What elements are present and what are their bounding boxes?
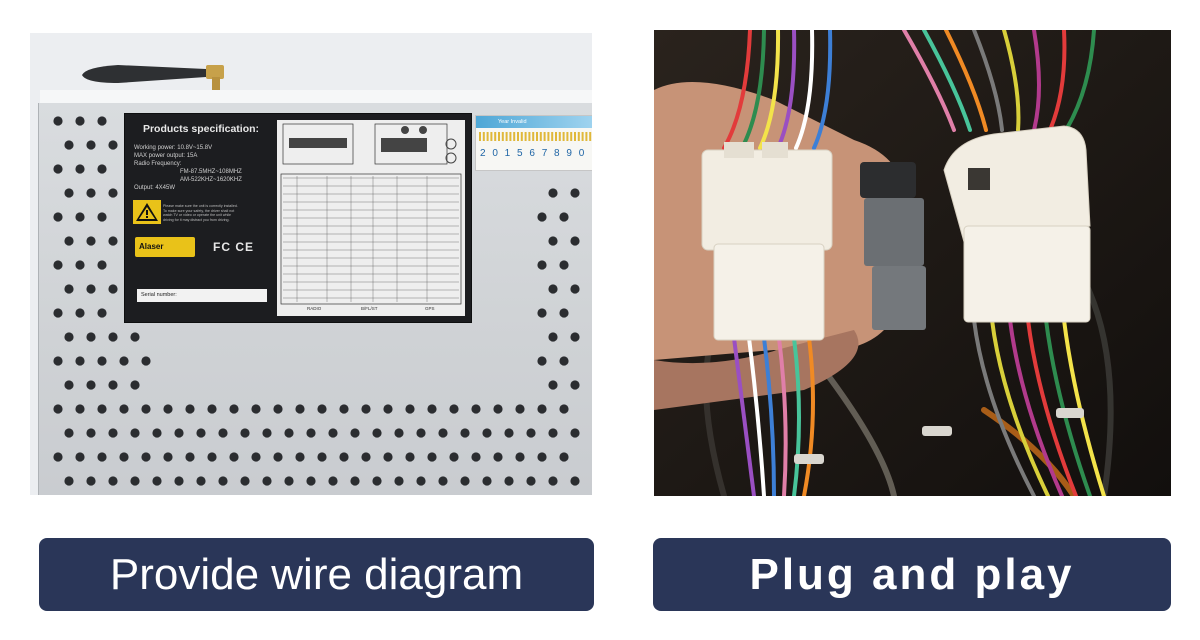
- certification-marks: FC CE: [213, 240, 254, 254]
- diagram-footer-label: B/FL/ST: [361, 306, 378, 311]
- sticker-ticks: [479, 132, 592, 141]
- spec-line: Working power: 10.8V~15.8V: [134, 145, 213, 151]
- diagram-footer-label: GPS: [425, 306, 435, 311]
- caption-plug-and-play: Plug and play: [653, 538, 1171, 611]
- spec-line: Radio Frequency:: [134, 161, 182, 167]
- right-white-connector: [943, 125, 1091, 323]
- wiring-harness-illustration: [654, 30, 1171, 496]
- spec-line: AM-522KHZ~1620KHZ: [180, 177, 242, 183]
- warning-line: watch TV or video or operate the unit wh…: [163, 213, 232, 218]
- spec-title: Products specification:: [142, 123, 260, 135]
- wiring-diagram-graphic: [280, 123, 462, 305]
- left-white-connector: [701, 142, 833, 341]
- spec-line: Output: 4X45W: [134, 185, 176, 191]
- wiring-harness-photo: [654, 30, 1171, 496]
- spec-line: MAX power output: 15A: [134, 153, 198, 159]
- sticker-year-row: 2 0 1 5 6 7 8 9 0: [480, 148, 587, 159]
- warning-triangle-icon: [133, 200, 161, 224]
- spec-line: FM-87.5MHZ~108MHZ: [180, 169, 242, 175]
- year-sticker: Year Invalid 2 0 1 5 6 7 8 9 0: [475, 115, 592, 171]
- diagram-footer-label: RADIO: [307, 306, 322, 311]
- sticker-header: Year Invalid: [476, 116, 592, 128]
- serial-number-field: Serial number:: [137, 289, 267, 302]
- warning-line: To make sure your safety, the driver sha…: [163, 208, 235, 213]
- spec-lines: Working power: 10.8V~15.8V MAX power out…: [134, 144, 274, 192]
- warning-line: driving for it may distract you from dri…: [163, 217, 230, 222]
- specification-label: Products specification: Working power: 1…: [124, 113, 472, 323]
- brand-badge: Alaser: [135, 237, 195, 257]
- middle-gray-connector: [860, 162, 926, 330]
- warning-text: Please make sure the unit is correctly i…: [163, 204, 271, 222]
- caption-wire-diagram: Provide wire diagram: [39, 538, 594, 611]
- warning-line: Please make sure the unit is correctly i…: [163, 204, 238, 208]
- head-unit-photo: Products specification: Working power: 1…: [30, 33, 592, 495]
- wiring-diagram: RADIO B/FL/ST GPS: [277, 120, 465, 316]
- ventilation-holes: [53, 116, 580, 486]
